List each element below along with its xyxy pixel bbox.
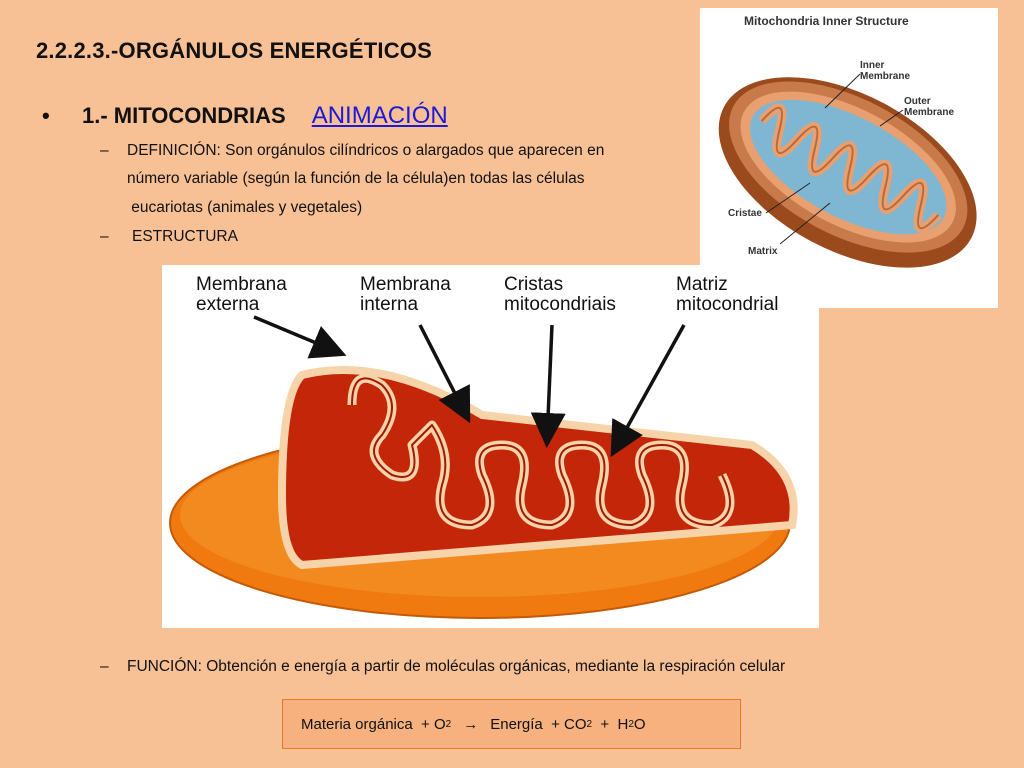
definition-line-2: número variable (según la función de la … (127, 170, 585, 187)
equation-part-3: + H (592, 715, 629, 733)
equation-sub-1: 2 (445, 718, 452, 730)
structure-dash: – (100, 228, 109, 245)
cutaway-cavity (282, 370, 794, 565)
label-matrix: Matrix (748, 246, 778, 257)
top-image-caption: Mitochondria Inner Structure (744, 14, 909, 28)
label-cristae: Cristae (728, 208, 762, 219)
equation-part-2: Energía + CO (490, 715, 587, 733)
arrow-membrana-interna (418, 324, 471, 424)
equation-part-1: Materia orgánica + O (301, 715, 446, 733)
equation-sub-2: 2 (586, 718, 593, 730)
animacion-link[interactable]: ANIMACIÓN (311, 102, 448, 129)
definition-line-1: DEFINICIÓN: Son orgánulos cilíndricos o … (127, 142, 605, 159)
label-cristas-mitocondriais: Cristas mitocondriais (504, 274, 616, 315)
arrow-matriz (610, 324, 686, 458)
arrow-membrana-externa (253, 315, 347, 359)
arrow-icon: → (463, 715, 479, 733)
inner-membrane-rim (277, 366, 798, 570)
mitochondria-inner-structure-image: Mitochondria Inner Structure Inner Membr… (700, 8, 998, 308)
cristae-edges (760, 107, 940, 229)
definition-line-3: eucariotas (animales y vegetales) (127, 199, 363, 216)
outer-membrane-pointer (879, 109, 904, 127)
bullet-text: 1.- MITOCONDRIAS (82, 103, 286, 128)
mitochondria-labeled-diagram: Membrana externa Membrana interna Crista… (162, 265, 819, 628)
label-membrana-externa: Membrana externa (196, 274, 287, 315)
label-membrana-interna: Membrana interna (360, 274, 451, 315)
slide-title: 2.2.2.3.-ORGÁNULOS ENERGÉTICOS (36, 38, 432, 63)
function-text: FUNCIÓN: Obtención e energía a partir de… (127, 658, 786, 675)
cristae-pointer (765, 182, 811, 214)
equation-sub-3: 2 (628, 718, 634, 730)
inner-membrane-pointer (824, 73, 861, 109)
top-mitochondria-drawing (718, 73, 977, 268)
label-inner-membrane: Inner Membrane (860, 60, 911, 82)
function-dash: – (100, 658, 109, 675)
label-outer-membrane: Outer Membrane (904, 96, 955, 118)
bullet-dot: • (42, 103, 50, 128)
matrix-pointer (779, 202, 831, 245)
arrow-cristas (530, 324, 566, 448)
equation-part-4: O (633, 715, 646, 733)
structure-text: ESTRUCTURA (132, 228, 238, 245)
label-matriz-mitocondrial: Matriz mitocondrial (676, 274, 779, 315)
main-mitochondria-drawing (169, 315, 798, 619)
cristae-outline-main (351, 377, 731, 526)
definition-dash: – (100, 142, 109, 159)
bullet-mitocondrias: • 1.- MITOCONDRIAS ANIMACIÓN (42, 102, 448, 130)
